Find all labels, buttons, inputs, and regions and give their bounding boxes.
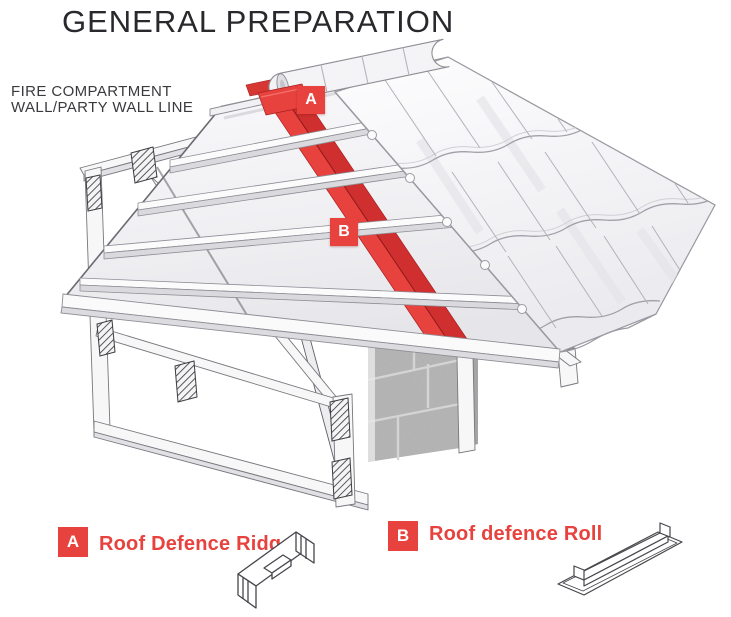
- ridge-assembly: [209, 38, 450, 117]
- roof-tiles: [333, 56, 716, 353]
- blockwork-corner-highlight: [368, 334, 375, 462]
- legend-key-a: A: [58, 527, 88, 557]
- page-title: GENERAL PREPARATION: [62, 4, 455, 39]
- legend-label-b: Roof defence Roll: [429, 523, 603, 545]
- marker-b: B: [330, 218, 358, 246]
- legend-key-b: B: [388, 521, 418, 551]
- roof-diagram-illustration: [60, 38, 716, 511]
- eaves-fascia: [60, 293, 561, 369]
- roll-piece-icon: [557, 522, 683, 596]
- fire-compartment-wall-label: FIRE COMPARTMENT WALL/PARTY WALL LINE: [11, 84, 193, 116]
- marker-a: A: [297, 86, 325, 114]
- wall-label-line1: FIRE COMPARTMENT: [11, 83, 172, 100]
- ridge-piece-icon: [237, 531, 315, 609]
- legend-label-a: Roof Defence Ridge: [99, 533, 293, 555]
- wall-label-line2: WALL/PARTY WALL LINE: [11, 99, 194, 116]
